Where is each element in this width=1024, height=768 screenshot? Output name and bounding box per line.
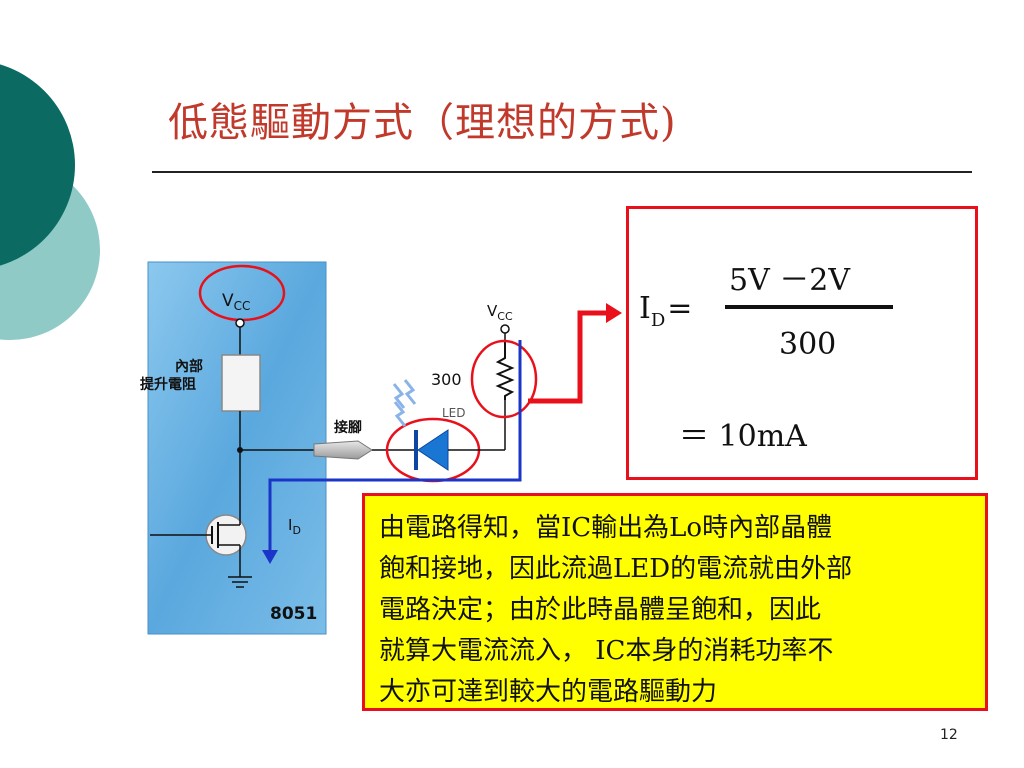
current-arrowhead [262, 550, 278, 564]
red-pointer-arrow [528, 310, 608, 404]
current-path-arrow [268, 340, 522, 552]
ext-vcc-label: VCC [487, 302, 513, 323]
note-line: 大亦可達到較大的電路驅動力 [379, 677, 718, 707]
pullup-label-line2: 提升電阻 [140, 376, 196, 393]
pullup-label-line1: 內部 [175, 358, 203, 375]
resistor-value: 300 [431, 370, 462, 389]
pin-connector [313, 440, 373, 460]
formula-numerator: 5V －2V [729, 263, 851, 298]
deco-circle-dark [0, 64, 75, 266]
title-divider [152, 171, 972, 173]
pullup-resistor [221, 354, 261, 412]
chip-vcc-terminal [235, 318, 245, 328]
chip-name: 8051 [270, 604, 317, 624]
chip-vcc-label: VCC [222, 291, 250, 313]
chip-current-label: ID [288, 516, 301, 537]
formula-denominator: 300 [779, 327, 837, 362]
led-diode [417, 429, 449, 471]
note-line: 飽和接地，因此流過LED的電流就由外部 [379, 554, 853, 584]
note-line: 電路決定；由於此時晶體呈飽和，因此 [379, 595, 822, 625]
pin-label: 接腳 [334, 419, 362, 436]
external-resistor [495, 340, 515, 400]
resistor-highlight-circle [470, 339, 538, 419]
explanation-note: 由電路得知，當IC輸出為Lo時內部晶體 飽和接地，因此流過LED的電流就由外部 … [362, 493, 988, 711]
page-number: 12 [940, 727, 958, 743]
note-line: 就算大電流流入， IC本身的消耗功率不 [379, 636, 834, 666]
fraction-bar [725, 305, 893, 309]
ic-chip-body [147, 261, 327, 635]
ext-vcc-terminal [500, 324, 510, 334]
note-line: 由電路得知，當IC輸出為Lo時內部晶體 [379, 513, 833, 543]
decorative-circles [0, 64, 100, 340]
red-pointer-arrowhead [606, 303, 622, 323]
led-light-rays-icon [392, 379, 417, 427]
led-label: LED [442, 406, 466, 420]
formula-lhs: ID= [639, 291, 693, 331]
formula-box: ID= 5V －2V 300 ＝ 10mA [626, 206, 978, 480]
formula-result: ＝ 10mA [679, 419, 807, 454]
slide-title: 低態驅動方式（理想的方式) [168, 100, 677, 146]
